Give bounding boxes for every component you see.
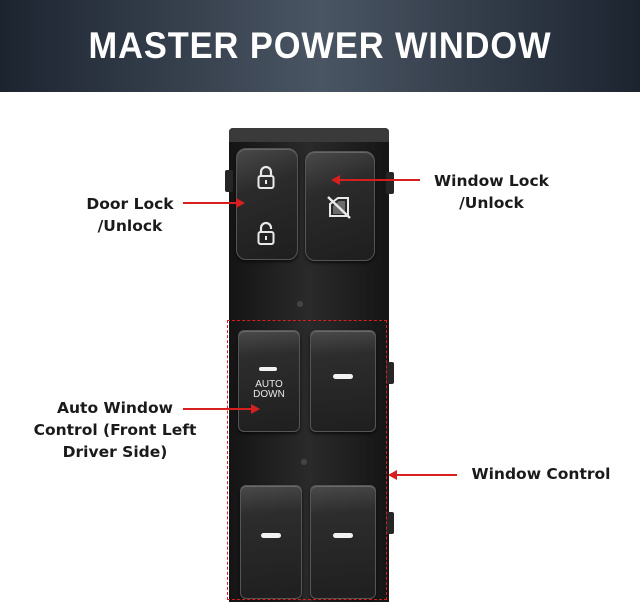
auto-down-label: AUTO bbox=[255, 379, 283, 390]
window-lock-label: Window Lock /Unlock bbox=[434, 172, 549, 212]
rear-left-window-button[interactable] bbox=[240, 485, 302, 599]
window-lock-arrow bbox=[340, 179, 420, 181]
button-indicator bbox=[259, 367, 277, 371]
window-control-arrow-head bbox=[388, 470, 397, 480]
button-indicator bbox=[333, 374, 353, 379]
front-left-window-button[interactable]: AUTO DOWN bbox=[238, 330, 300, 432]
button-indicator bbox=[333, 533, 353, 538]
panel-screw bbox=[301, 459, 307, 465]
window-control-highlight bbox=[227, 320, 387, 600]
panel-screw bbox=[297, 301, 303, 307]
window-control-label: Window Control bbox=[471, 465, 611, 483]
rear-right-window-button[interactable] bbox=[310, 485, 376, 599]
panel-rim bbox=[229, 128, 389, 142]
side-clip bbox=[225, 170, 233, 192]
window-lock-button[interactable] bbox=[305, 151, 375, 261]
lock-closed-icon bbox=[257, 165, 275, 189]
header-banner bbox=[0, 0, 640, 92]
window-control-arrow bbox=[397, 474, 457, 476]
auto-down-label: DOWN bbox=[253, 389, 285, 400]
lock-open-icon bbox=[257, 221, 275, 245]
page-title: MASTER POWER WINDOW SWITCH bbox=[88, 25, 552, 158]
auto-window-arrow-head bbox=[251, 404, 260, 414]
auto-window-arrow bbox=[183, 408, 253, 410]
button-indicator bbox=[261, 533, 281, 538]
side-clip bbox=[386, 512, 394, 534]
side-clip bbox=[386, 362, 394, 384]
front-right-window-button[interactable] bbox=[310, 330, 376, 432]
side-clip bbox=[386, 172, 394, 194]
auto-window-label: Auto Window Control (Front Left Driver S… bbox=[33, 399, 197, 461]
window-lock-arrow-head bbox=[331, 175, 340, 185]
door-lock-arrow-head bbox=[236, 198, 245, 208]
door-lock-rocker[interactable] bbox=[236, 148, 298, 260]
door-lock-label: Door Lock /Unlock bbox=[86, 195, 174, 235]
window-lock-icon bbox=[327, 196, 351, 219]
door-lock-arrow bbox=[183, 202, 238, 204]
